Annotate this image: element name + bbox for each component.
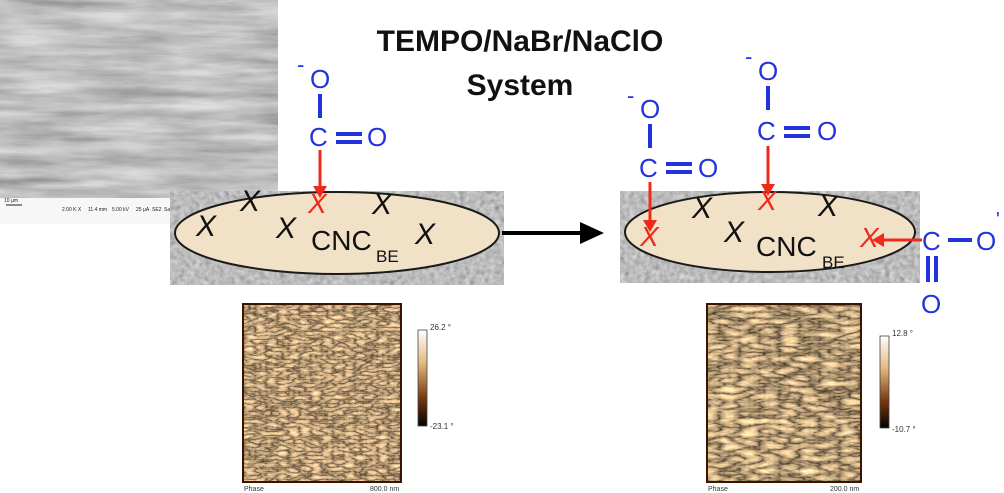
oxygen-atom: O xyxy=(976,226,996,256)
sem-info-1: 11.4 mm xyxy=(88,207,107,213)
oxygen-atom: O xyxy=(921,289,941,319)
afm-mode-label: Phase xyxy=(244,486,264,493)
red-x-mark: X xyxy=(639,221,660,252)
oxygen-atom: O xyxy=(640,94,660,124)
charge-sign: ' xyxy=(996,209,1000,231)
oxygen-atom: O xyxy=(310,64,330,94)
sem-image: 10 µm 2.00 K X 11.4 mm 5.00 kV 25 µA SE2… xyxy=(0,0,278,224)
x-mark: X xyxy=(371,188,393,221)
oxygen-atom: O xyxy=(817,116,837,146)
afm-phase-map xyxy=(244,305,400,481)
color-scale-bar xyxy=(879,335,890,429)
right-cnc-subscript: BE xyxy=(822,253,845,272)
afm-range-label: 800.0 nm xyxy=(370,486,399,493)
title-line-2: System xyxy=(466,69,574,102)
title-line-1: TEMPO/NaBr/NaClO xyxy=(376,25,664,58)
left-cnc-label: CNC xyxy=(311,225,372,256)
carbon-atom: C xyxy=(922,226,941,256)
carbon-atom: C xyxy=(639,153,658,183)
x-mark: X xyxy=(195,210,217,243)
afm-mode-label: Phase xyxy=(708,486,728,493)
scale-bottom-label: -10.7 ° xyxy=(892,425,916,434)
sem-scale-label: 10 µm xyxy=(4,198,18,204)
charge-sign: - xyxy=(745,44,752,69)
carbon-atom: C xyxy=(757,116,776,146)
scale-bottom-label: -23.1 ° xyxy=(430,422,454,431)
afm-range-label: 200.0 nm xyxy=(830,486,859,493)
x-mark: X xyxy=(239,185,261,218)
red-x-mark: X xyxy=(859,222,880,253)
x-mark: X xyxy=(275,212,297,245)
x-mark: X xyxy=(723,216,745,249)
left-cnc-subscript: BE xyxy=(376,247,399,266)
reaction-arrow xyxy=(502,222,604,244)
oxygen-atom: O xyxy=(367,122,387,152)
scale-top-label: 12.8 ° xyxy=(892,329,913,338)
afm-phase-map xyxy=(708,305,860,481)
charge-sign: - xyxy=(297,52,304,77)
oxygen-atom: O xyxy=(698,153,718,183)
sem-info-0: 2.00 K X xyxy=(62,207,82,213)
x-mark: X xyxy=(691,192,713,225)
afm-image-left: 26.2 ° -23.1 ° Phase 800.0 nm xyxy=(242,303,454,493)
x-mark: X xyxy=(414,218,436,251)
sem-info-2: 5.00 kV xyxy=(112,207,130,213)
afm-image-right: 12.8 ° -10.7 ° Phase 200.0 nm xyxy=(706,303,916,493)
red-x-mark: X xyxy=(757,185,778,216)
left-cnc-particle: X X X X X X CNC BE - O C O xyxy=(170,52,504,285)
scale-top-label: 26.2 ° xyxy=(430,323,451,332)
carbon-atom: C xyxy=(309,122,328,152)
red-x-mark: X xyxy=(307,188,328,219)
right-cnc-particle: X X X X X X CNC BE - O C O - O C O xyxy=(620,44,1000,319)
sem-info-3: 25 µA xyxy=(136,207,150,213)
left-disc-surface xyxy=(174,191,500,275)
x-mark: X xyxy=(817,190,839,223)
color-scale-bar xyxy=(417,329,428,427)
sem-info-5: Sample xyxy=(164,207,181,213)
right-cnc-label: CNC xyxy=(756,231,817,262)
charge-sign: - xyxy=(627,83,634,108)
sem-info-4: SE2 xyxy=(152,207,162,213)
oxygen-atom: O xyxy=(758,56,778,86)
